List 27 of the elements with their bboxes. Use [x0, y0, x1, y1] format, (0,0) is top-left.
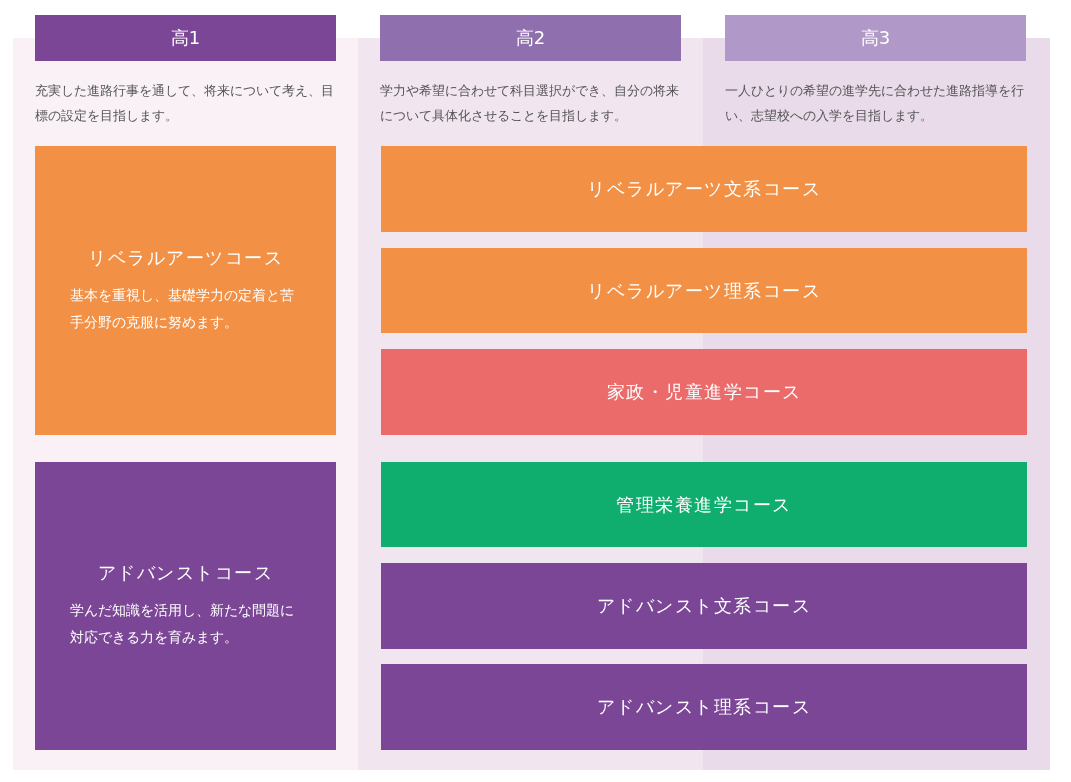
course-card [381, 248, 1027, 333]
course-card [381, 349, 1027, 435]
course-description: 基本を重視し、基礎学力の定着と苦手分野の克服に努めます。 [69, 285, 295, 332]
course-card [35, 146, 336, 435]
grade-header [725, 15, 1026, 61]
course-title: アドバンスト理系コース [596, 695, 812, 719]
course-card [381, 563, 1027, 649]
grade-label: 高1 [170, 26, 201, 50]
course-title: リベラルアーツコース [88, 245, 283, 270]
course-card [381, 462, 1027, 547]
course-title: 家政・児童進学コース [606, 380, 802, 404]
course-title: リベラルアーツ文系コース [587, 177, 821, 201]
course-card [35, 462, 336, 750]
course-title: アドバンストコース [97, 561, 274, 585]
grade-description: 充実した進路行事を通して、将来について考え、目標の設定を目指します。 [35, 82, 335, 125]
grade-description: 学力や希望に合わせて科目選択ができ、自分の将来について具体化させることを目指します。 [380, 82, 680, 125]
course-title: アドバンスト文系コース [596, 594, 812, 618]
grade-description: 一人ひとりの希望の進学先に合わせた進路指導を行い、志望校への入学を目指します。 [725, 82, 1025, 125]
course-description: 学んだ知識を活用し、新たな問題に対応できる力を育みます。 [69, 601, 295, 647]
course-card [381, 664, 1027, 750]
course-title: 管理栄養進学コース [616, 492, 792, 517]
course-card [381, 146, 1027, 232]
course-title: リベラルアーツ理系コース [587, 278, 821, 303]
grade-header [35, 15, 336, 61]
grade-label: 高2 [515, 26, 546, 50]
grade-label: 高3 [860, 26, 891, 50]
grade-header [380, 15, 681, 61]
